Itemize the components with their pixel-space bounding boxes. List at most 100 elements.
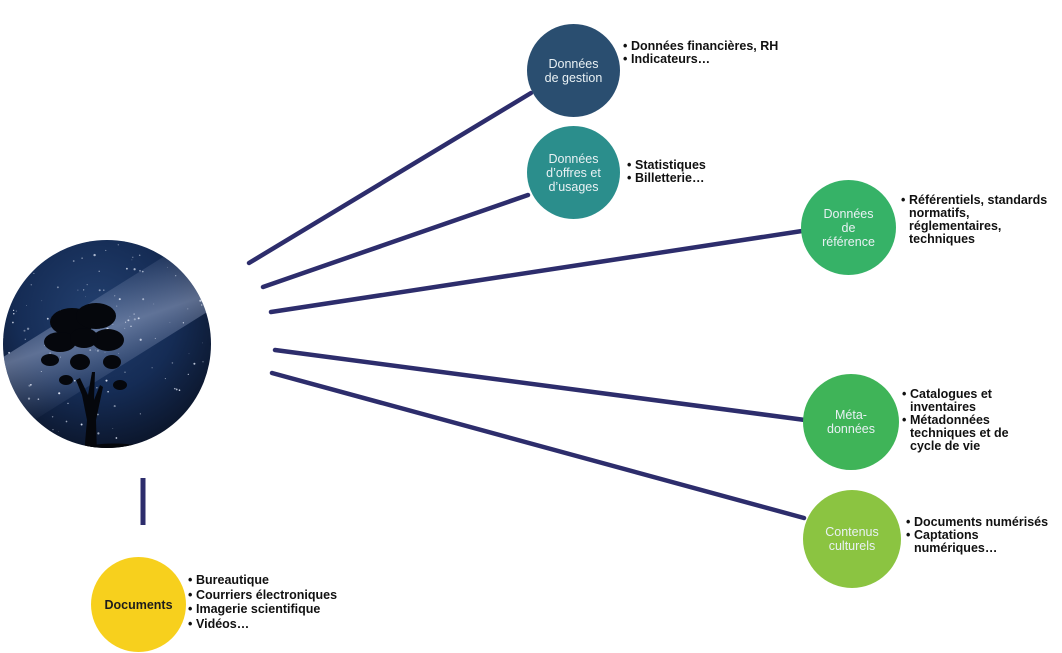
list-metadonnees: Catalogues et inventaires Métadonnées te… [902,388,1027,453]
star [139,413,141,415]
star [27,397,31,400]
node-metadonnees: Méta- données [803,374,899,470]
node-label-donnees-de-gestion: Données de gestion [544,56,603,85]
star [26,327,30,330]
star [28,384,31,387]
list-item: Référentiels, standards normatifs, régle… [901,194,1059,246]
star [17,271,19,273]
list-item: Documents numérisés [906,516,1058,530]
node-donnees-de-reference: Données de référence [801,180,896,275]
star [8,351,11,354]
star [52,429,54,431]
star [81,257,83,259]
star [104,351,106,353]
star [200,240,202,241]
star [65,420,68,423]
star [201,304,203,306]
star [138,254,141,257]
star [98,289,101,292]
star [138,241,140,242]
star [3,434,5,437]
list-donnees-de-gestion: Données financières, RH Indicateurs… [623,40,783,67]
list-item: Courriers électroniques [188,588,358,603]
star [175,388,178,391]
star [89,349,92,351]
list-item: Imagerie scientifique [188,602,358,617]
star [153,303,155,305]
star [137,317,140,320]
star [94,349,96,351]
list-item: Métadonnées techniques et de cycle de vi… [902,414,1027,453]
star [30,383,32,386]
node-label-documents: Documents [104,597,173,612]
star [63,439,65,441]
star [19,268,21,270]
star [41,300,43,302]
star [124,327,126,329]
star [10,396,14,399]
star [37,247,39,248]
star [139,269,141,272]
star [142,298,145,301]
star [166,266,168,268]
list-donnees-de-reference: Référentiels, standards normatifs, régle… [901,194,1059,246]
star [151,367,153,369]
star [29,241,32,244]
star [5,288,7,290]
star [46,317,49,320]
star [117,244,119,246]
star [130,325,132,328]
star [96,387,98,389]
star [58,392,61,395]
connector-contenus-culturels [269,370,807,521]
star [18,415,20,417]
star [174,387,176,390]
star [74,379,76,382]
star [96,349,100,352]
star [12,309,15,312]
star [83,289,85,291]
list-item: Billetterie… [627,172,767,186]
night-sky-tree-icon [3,240,211,448]
star [182,322,185,324]
list-donnees-offres-usages: Statistiques Billetterie… [627,159,767,186]
star [26,305,27,306]
star [154,337,156,339]
node-label-metadonnees: Méta- données [827,408,875,436]
star [125,321,127,323]
star [139,338,142,341]
list-item: Catalogues et inventaires [902,388,1027,414]
list-item: Données financières, RH [623,40,783,54]
star [142,270,144,273]
star [37,398,40,401]
connectors [140,90,808,525]
list-item: Vidéos… [188,617,358,632]
node-label-donnees-de-reference: Données de référence [822,206,875,249]
star [116,305,118,307]
star [49,352,51,354]
star [164,378,166,380]
star [129,316,131,318]
node-label-contenus-culturels: Contenus culturels [825,525,879,553]
star [38,248,41,252]
star [67,402,69,405]
star [133,268,136,271]
star [86,283,88,286]
star [6,301,8,303]
star [105,379,108,382]
star [124,371,126,373]
node-label-donnees-offres-usages: Données d’offres et d’usages [546,151,601,194]
star [175,275,177,277]
star [202,361,204,363]
star [30,284,33,286]
star [14,290,16,293]
star [107,390,109,393]
star [169,322,171,323]
star [71,245,73,246]
star [133,318,136,321]
list-item: Indicateurs… [623,53,783,67]
star [85,296,86,298]
node-documents: Documents [91,557,186,652]
star [188,353,190,355]
